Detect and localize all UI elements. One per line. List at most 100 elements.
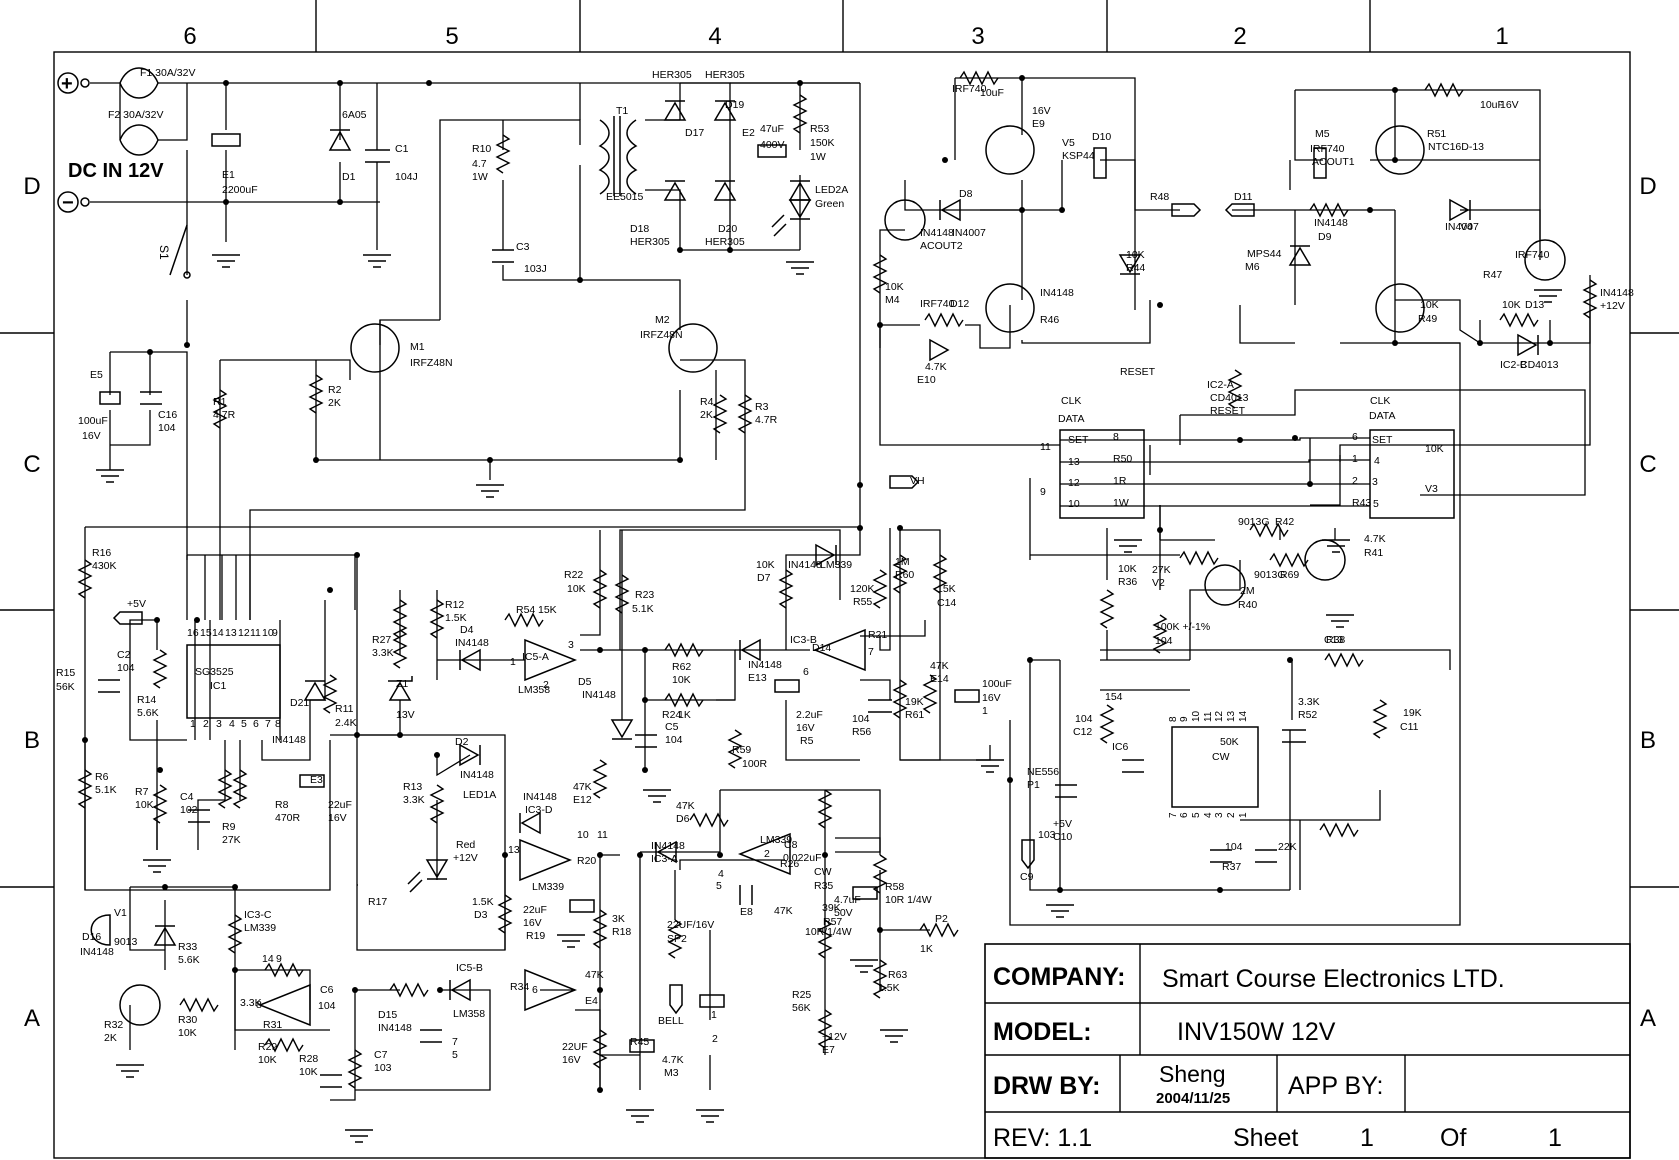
component-label: 1 <box>510 656 516 668</box>
capacitor-icon <box>188 809 210 823</box>
negative-terminal-icon <box>57 191 79 213</box>
component-label: 9 <box>1040 486 1046 498</box>
component-label: 22UF/16V <box>667 919 714 931</box>
component-label: 1K <box>920 943 933 955</box>
component-label: R48 <box>1150 191 1169 203</box>
component-label: CLK <box>1370 395 1390 407</box>
ground-icon <box>1114 539 1142 553</box>
resistor-icon <box>872 569 888 609</box>
component-label: P2 <box>935 913 948 925</box>
component-label: 47K <box>774 905 793 917</box>
resistor-icon <box>497 894 513 934</box>
component-label: 104 <box>1075 713 1093 725</box>
component-label: D9 <box>1318 231 1332 243</box>
component-label: IC5-A <box>522 651 549 663</box>
component-label: R38 <box>1326 634 1345 646</box>
drawn-by-label: DRW BY: <box>993 1072 1100 1100</box>
component-label: 16V <box>328 812 347 824</box>
component-label: IRFZ48N <box>410 357 453 369</box>
zone-col-label: 4 <box>708 23 721 50</box>
component-label: 104 <box>158 422 176 434</box>
component-label: 5.6K <box>178 954 200 966</box>
component-label: R63 <box>888 969 907 981</box>
ground-icon <box>643 789 671 803</box>
component-label: 1W <box>1113 497 1129 509</box>
component-label: EE5015 <box>606 191 644 203</box>
ground-icon <box>786 261 814 275</box>
component-label: 10K <box>567 583 586 595</box>
component-label: CW <box>1212 751 1230 763</box>
component-label: +12V <box>453 852 478 864</box>
ground-icon <box>345 1129 373 1143</box>
component-label: R50 <box>1113 453 1132 465</box>
component-label: M6 <box>1245 261 1260 273</box>
component-label: 10R 1/4W <box>885 894 932 906</box>
zone-row-label: B <box>1640 727 1656 754</box>
component-label: 16V <box>982 692 1001 704</box>
component-label: D19 <box>725 99 744 111</box>
component-label: R31 <box>263 1019 282 1031</box>
components <box>57 67 1566 1143</box>
capacitor-icon <box>699 994 725 1008</box>
title-block: COMPANY: Smart Course Electronics LTD. M… <box>984 943 1631 1159</box>
component-label: E5 <box>90 369 103 381</box>
component-label: 5.6K <box>137 707 159 719</box>
component-label: T1 <box>616 105 628 117</box>
component-label: C12 <box>1073 726 1092 738</box>
ic6-pin-number: 1 <box>1238 812 1249 818</box>
component-label: 16V <box>796 722 815 734</box>
component-label: R12 <box>445 599 464 611</box>
component-label: IC3-C <box>244 909 272 921</box>
port-icon <box>1171 203 1202 217</box>
component-label: R21 <box>868 629 887 641</box>
ground-icon <box>1534 289 1562 303</box>
ic6-pin-number: 6 <box>1179 812 1190 818</box>
ground-icon <box>976 759 1004 773</box>
component-label: 3.3K <box>1298 696 1320 708</box>
component-label: IN4148 <box>582 689 616 701</box>
component-label: R34 <box>510 981 529 993</box>
component-label: R25 <box>792 989 811 1001</box>
component-label: E1 <box>222 169 235 181</box>
component-label: R4 <box>700 396 714 408</box>
component-label: 10uF <box>980 87 1004 99</box>
mosfet-icon <box>1375 125 1425 175</box>
capacitor-icon <box>635 734 657 748</box>
component-label: C9 <box>1020 871 1034 883</box>
zone-row-label: A <box>1640 1005 1656 1032</box>
component-label: 4.7K <box>925 361 947 373</box>
component-label: R40 <box>1238 599 1257 611</box>
component-label: 10K <box>1126 249 1145 261</box>
component-label: V4 <box>1460 221 1473 233</box>
component-label: D12 <box>950 298 969 310</box>
transistor-icon <box>119 984 161 1026</box>
component-label: IC6 <box>1112 741 1129 753</box>
diode-icon <box>815 543 837 567</box>
component-label: R57 <box>823 916 842 928</box>
component-label: D16 <box>82 931 101 943</box>
component-label: HER305 <box>705 69 745 81</box>
mosfet-icon <box>1375 283 1425 333</box>
resistor-icon <box>892 679 908 719</box>
diode-icon <box>1449 198 1471 222</box>
component-label: HER305 <box>630 236 670 248</box>
component-label: IRF740 <box>920 298 955 310</box>
component-label: 9013G <box>1254 569 1286 581</box>
component-label: 39K <box>822 902 841 914</box>
component-label: E4 <box>585 995 598 1007</box>
resistors <box>77 70 1598 1089</box>
component-label: 56K <box>56 681 75 693</box>
component-label: 2.4K <box>335 717 357 729</box>
resistor-icon <box>504 612 544 628</box>
diode-icon <box>610 719 634 740</box>
ic6-pin-number: 5 <box>1191 812 1202 818</box>
capacitor-icon <box>320 1074 342 1088</box>
component-label: 10K <box>885 281 904 293</box>
component-label: C16 <box>158 409 177 421</box>
component-label: 12 <box>238 627 250 639</box>
component-label: M3 <box>664 1067 679 1079</box>
component-label: D20 <box>718 223 737 235</box>
component-label: 10K <box>258 1054 277 1066</box>
